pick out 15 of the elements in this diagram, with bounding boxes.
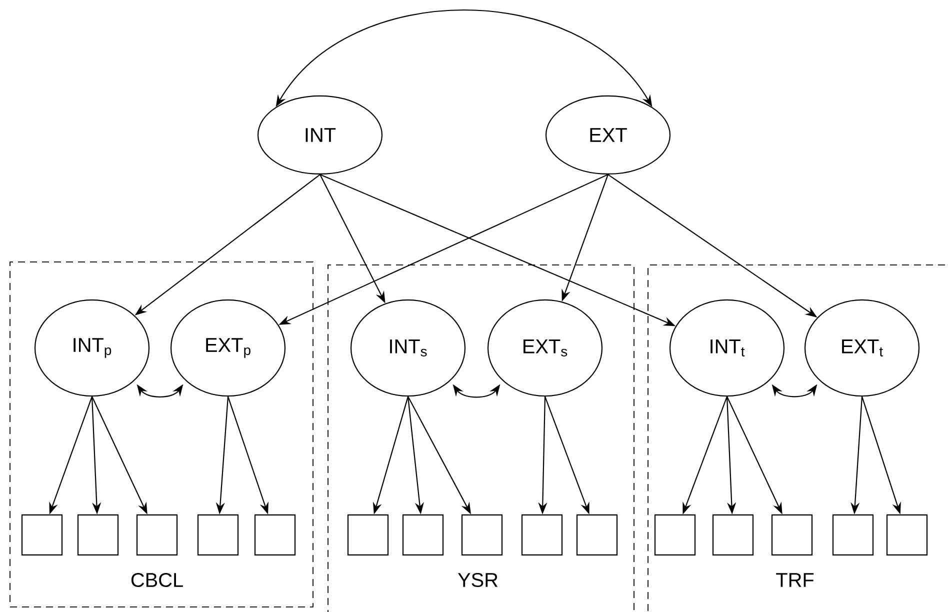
indicator-square (254, 514, 296, 556)
indicator-square (461, 514, 503, 556)
indicator-square (136, 514, 178, 556)
indicator-square (77, 514, 119, 556)
indicator-square (521, 514, 563, 556)
indicator-square (712, 514, 754, 556)
indicator-square (654, 514, 696, 556)
indicator-square (832, 514, 874, 556)
indicator-square (347, 514, 389, 556)
indicator-square (402, 514, 444, 556)
indicator-square (771, 514, 813, 556)
indicator-square (197, 514, 239, 556)
indicator-square (576, 514, 618, 556)
indicator-square (21, 514, 63, 556)
indicator-square (886, 514, 928, 556)
